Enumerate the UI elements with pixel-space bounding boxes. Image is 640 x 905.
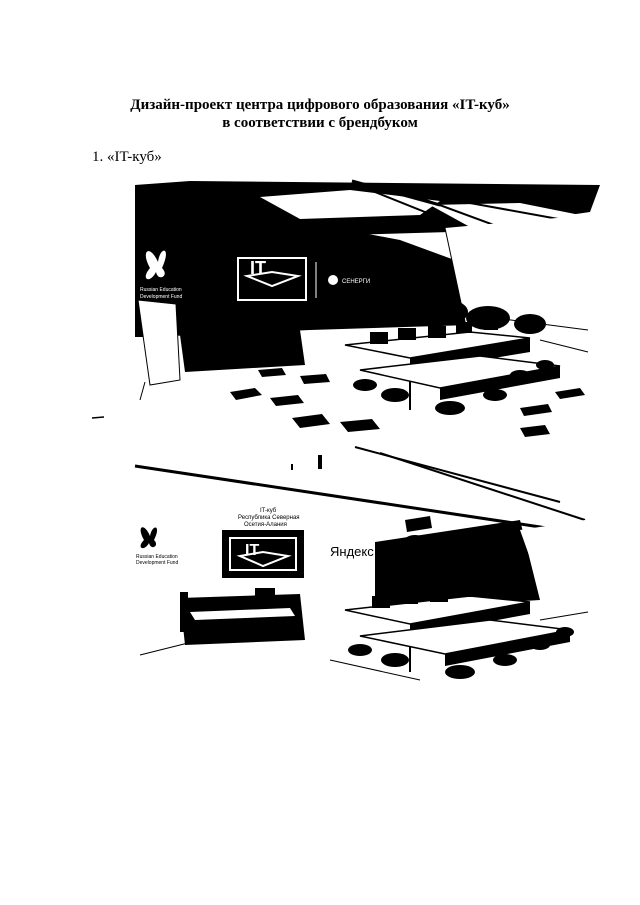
partner-logo-text-1: СЕНЕРГИ: [342, 279, 370, 285]
partner-logo-text-2: Яндекс: [330, 544, 374, 559]
title-line-1: Дизайн-проект центра цифрового образован…: [130, 97, 510, 113]
fund-text-1: Russian Education: [140, 287, 182, 293]
section-heading: 1. «IT-куб»: [92, 149, 162, 165]
fund-text-4: Development Fund: [136, 560, 178, 566]
it-cube-logo: IT: [237, 257, 307, 301]
sign-text-2: Республика Северная: [238, 515, 300, 521]
it-logo-text-2: IT: [245, 542, 259, 559]
butterfly-icon: [145, 250, 166, 280]
it-cube-screen: IT: [222, 530, 304, 578]
fund-text-3: Russian Education: [136, 554, 178, 560]
it-logo-text: IT: [250, 258, 266, 278]
title-line-2: в соответствии с брендбуком: [222, 115, 418, 131]
sign-text-1: IT-куб: [260, 508, 277, 514]
sign-text-3: Осетия-Алания: [244, 522, 287, 528]
fund-text-2: Development Fund: [140, 294, 182, 300]
document-title: Дизайн-проект центра цифрового образован…: [0, 96, 640, 132]
butterfly-icon-2: [140, 527, 158, 549]
